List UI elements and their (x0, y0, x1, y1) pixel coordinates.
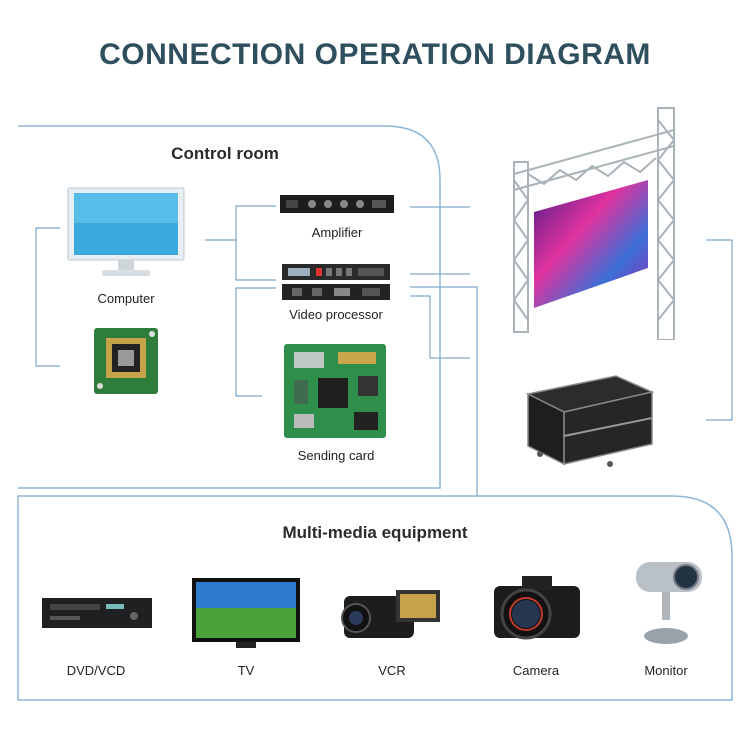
camera-label: Camera (512, 663, 560, 678)
led-screen-truss-icon (512, 107, 676, 340)
multimedia-title: Multi-media equipment (282, 523, 468, 542)
sending-card-line (235, 287, 276, 397)
tv-label: TV (237, 663, 255, 678)
multimedia-border (17, 495, 733, 701)
control-room-border (18, 125, 441, 489)
monitor-label: Monitor (644, 663, 688, 678)
control-room-title: Control room (171, 144, 279, 163)
dvd-label: DVD/VCD (66, 663, 126, 678)
screen-to-case-line (706, 239, 733, 421)
processor-to-media-line (410, 286, 478, 496)
connector-group (35, 205, 733, 496)
security-camera-icon (636, 562, 702, 644)
computer-label: Computer (97, 291, 155, 306)
flight-case-icon (525, 375, 655, 467)
computer-icon (67, 187, 185, 276)
processor-down-line (410, 295, 470, 359)
diagram-title: CONNECTION OPERATION DIAGRAM (99, 38, 651, 71)
chip-board-icon (94, 328, 158, 394)
video-processor-label: Video processor (289, 307, 383, 322)
computer-to-devices-line (205, 205, 276, 281)
amplifier-label: Amplifier (311, 225, 363, 240)
amplifier-icon (280, 195, 394, 213)
sending-card-icon (284, 344, 386, 438)
computer-to-card-line (35, 227, 60, 367)
camera-icon (494, 576, 580, 640)
vcr-label: VCR (378, 663, 406, 678)
vcr-camcorder-icon (341, 590, 440, 638)
dvd-player-icon (42, 598, 152, 628)
sending-card-label: Sending card (297, 448, 375, 463)
tv-icon (192, 578, 300, 648)
video-processor-icon (282, 264, 390, 300)
